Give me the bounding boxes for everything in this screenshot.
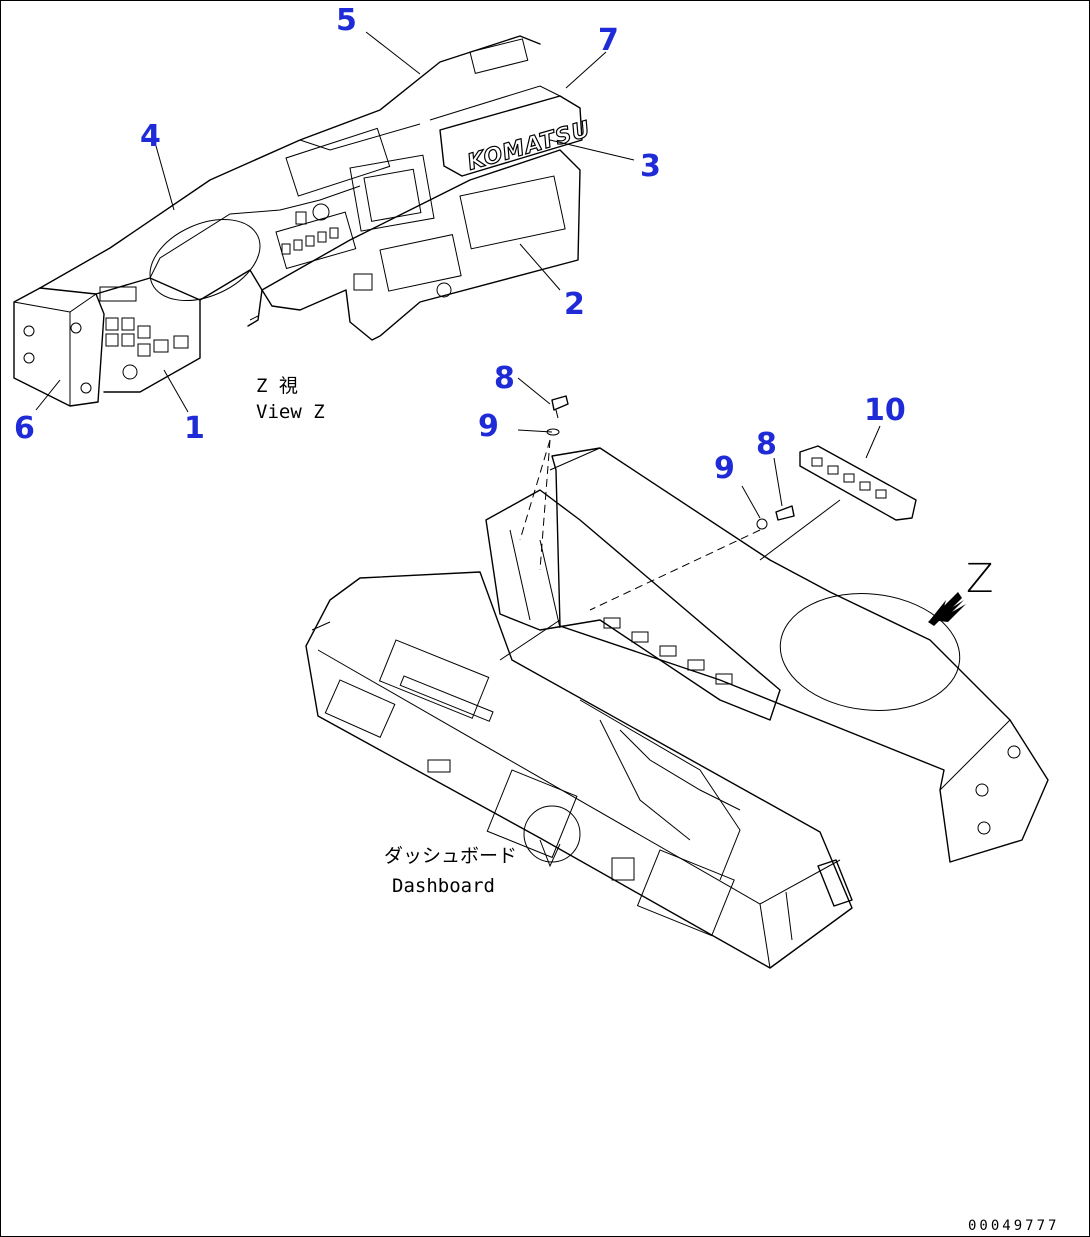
- cover-assembly: [485, 395, 1049, 863]
- dashboard-label-jp: ダッシュボード: [384, 845, 517, 867]
- callout-3: 3: [640, 149, 661, 184]
- view-z-arrow: [928, 592, 966, 626]
- callout-10: 10: [864, 393, 906, 428]
- callout-6: 6: [14, 411, 35, 446]
- callout-8-left: 8: [494, 361, 515, 396]
- z-direction-label: Z: [966, 556, 993, 602]
- callout-5: 5: [336, 3, 357, 38]
- callout-9-left: 9: [478, 409, 499, 444]
- view-z-label-en: View Z: [256, 401, 325, 423]
- callout-2: 2: [564, 287, 585, 322]
- install-lines: [499, 439, 841, 661]
- view-z-panel: KOMATSU: [13, 35, 594, 407]
- callout-4: 4: [140, 119, 161, 154]
- drawing-number: 00049777: [968, 1218, 1059, 1234]
- leaders-upper: [35, 31, 635, 413]
- callout-1: 1: [184, 411, 205, 446]
- dashboard-label-en: Dashboard: [392, 875, 495, 897]
- dashboard-frame: [305, 571, 853, 969]
- callout-7: 7: [598, 23, 619, 58]
- callout-9-right: 9: [714, 451, 735, 486]
- view-z-label-jp: Z 視: [256, 375, 298, 397]
- callout-8-right: 8: [756, 427, 777, 462]
